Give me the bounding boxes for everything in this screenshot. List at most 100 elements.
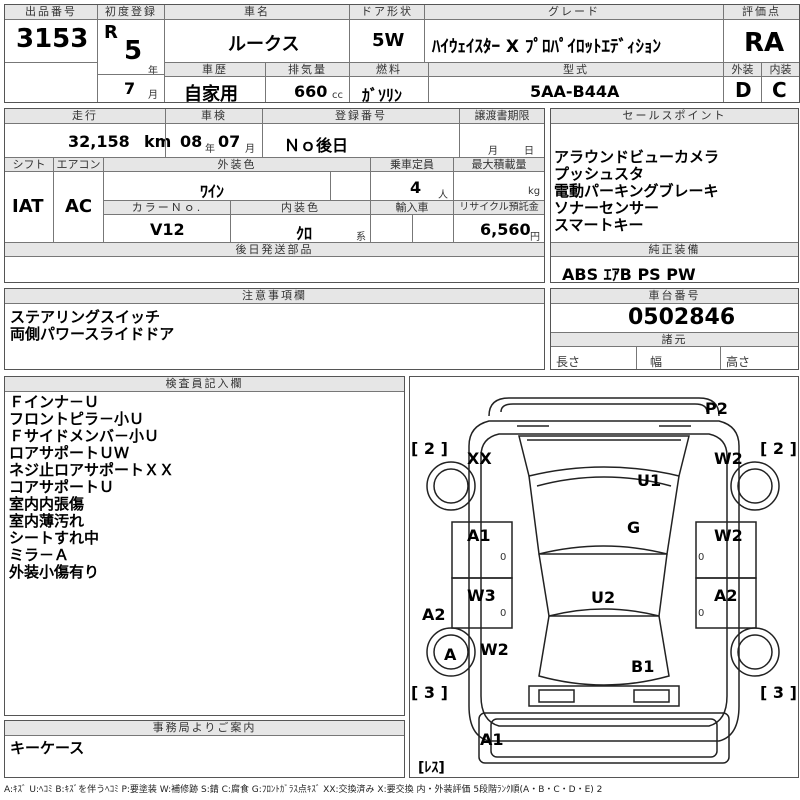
import-label: 輸入車 bbox=[371, 201, 453, 215]
later-parts-label: 後日発送部品 bbox=[5, 243, 544, 257]
inspector-block bbox=[4, 376, 405, 716]
equipment: ABS ｴｱB PS PW bbox=[562, 265, 696, 284]
office-block bbox=[4, 720, 405, 778]
mark-a1-left: A1 bbox=[467, 526, 491, 545]
mark-w2-right: W2 bbox=[714, 526, 743, 545]
inspector-list: Ｆインナ－Ｕ フロントピラ－小Ｕ Ｆサイドメンバ－小Ｕ ロアサポートＵＷ ネジ止… bbox=[9, 394, 174, 581]
inspector-item: 室内内張傷 bbox=[9, 495, 85, 513]
plate-label: 登録番号 bbox=[263, 109, 459, 124]
note-item: 両側パワースライドドア bbox=[10, 325, 175, 343]
ext-grade: D bbox=[735, 78, 752, 102]
mark-a-wheel: A bbox=[444, 645, 457, 664]
model-label: 型式 bbox=[429, 63, 723, 77]
recycle-fee: 6,560 bbox=[480, 220, 531, 239]
count-right-top: [ 2 ] bbox=[760, 439, 797, 458]
reg-era: R bbox=[104, 22, 118, 43]
int-label: 内装 bbox=[762, 63, 799, 77]
ext-label: 外装 bbox=[724, 63, 761, 77]
mark-w2-rear-left: W2 bbox=[480, 640, 509, 659]
inspector-item: ミラ－Ａ bbox=[9, 546, 70, 564]
chassis-block bbox=[550, 288, 799, 370]
lot-label: 出品番号 bbox=[5, 5, 97, 20]
mark-a2-left: A2 bbox=[422, 605, 446, 624]
mileage-unit: km bbox=[144, 132, 172, 151]
fuel: ｶﾞｿﾘﾝ bbox=[362, 86, 403, 105]
inspect-year-unit: 年 bbox=[205, 144, 215, 155]
intcolor-label: 内装色 bbox=[231, 201, 370, 215]
door-label: ドア形状 bbox=[350, 5, 424, 20]
aircon: AC bbox=[65, 196, 93, 217]
car-name: ルークス bbox=[228, 34, 300, 55]
inspect-year: 08 bbox=[180, 132, 203, 151]
seats-label: 乗車定員 bbox=[371, 158, 453, 172]
car-outline bbox=[451, 397, 757, 764]
count-left-top: [ 2 ] bbox=[411, 439, 448, 458]
month-unit: 月 bbox=[148, 90, 158, 101]
disp-unit: cc bbox=[332, 90, 343, 101]
inspector-item: ロアサポートＵＷ bbox=[9, 444, 130, 462]
int-grade: C bbox=[772, 78, 787, 102]
sales-item: スマートキー bbox=[554, 216, 644, 234]
inspect-label: 車検 bbox=[166, 109, 262, 124]
inspector-item: 室内薄汚れ bbox=[9, 512, 85, 530]
dims-label: 諸元 bbox=[551, 333, 798, 347]
inspector-item: Ｆサイドメンバ－小Ｕ bbox=[9, 427, 160, 445]
count-left-bottom: [ 3 ] bbox=[411, 683, 448, 702]
transfer-day: 日 bbox=[524, 146, 534, 157]
color-no: V12 bbox=[150, 220, 185, 239]
load-unit: kg bbox=[528, 186, 541, 197]
notes-label: 注意事項欄 bbox=[5, 289, 544, 304]
count-right-bottom: [ 3 ] bbox=[760, 683, 797, 702]
sales-item: 電動パーキングブレーキ bbox=[554, 182, 719, 200]
sales-item: プッシュスタ bbox=[554, 165, 645, 183]
reg-label: 初度登録 bbox=[98, 5, 164, 20]
notes-list: ステアリングスイッチ 両側パワースライドドア bbox=[10, 309, 174, 343]
transfer-month: 月 bbox=[488, 146, 498, 157]
office-label: 事務局よりご案内 bbox=[5, 721, 404, 736]
note-item: ステアリングスイッチ bbox=[10, 308, 161, 326]
office-note: キーケース bbox=[10, 740, 84, 757]
inspector-item: 外装小傷有り bbox=[9, 563, 100, 581]
damage-diagram-block bbox=[409, 376, 799, 778]
inspector-item: フロントピラ－小Ｕ bbox=[9, 410, 145, 428]
seat-unit: 人 bbox=[438, 190, 448, 201]
sales-point-block bbox=[550, 108, 799, 283]
details-block bbox=[4, 108, 545, 283]
plate-number: Ｎｏ後日 bbox=[284, 136, 349, 155]
load-label: 最大積載量 bbox=[454, 158, 544, 172]
width-label: 幅 bbox=[650, 355, 663, 369]
car-diagram bbox=[426, 397, 780, 764]
intcolor-unit: 系 bbox=[356, 232, 366, 243]
sales-point-list: アラウンドビューカメラ プッシュスタ 電動パーキングブレーキ ソナーセンサー ス… bbox=[554, 149, 719, 234]
model-code: 5AA-B44A bbox=[530, 82, 620, 101]
door-zero: 0 bbox=[698, 608, 705, 619]
recycle-unit: 円 bbox=[530, 232, 540, 243]
chassis-number: 0502846 bbox=[628, 305, 736, 330]
mark-p2: P2 bbox=[705, 399, 728, 418]
mark-w3: W3 bbox=[467, 586, 496, 605]
score: RA bbox=[744, 28, 785, 58]
grade-label: グレード bbox=[425, 5, 723, 20]
year-unit: 年 bbox=[148, 66, 158, 77]
mileage-label: 走行 bbox=[5, 109, 165, 124]
recycle-label: リサイクル預託金 bbox=[454, 201, 544, 215]
ac-label: エアコン bbox=[54, 158, 103, 172]
equip-label: 純正装備 bbox=[551, 243, 798, 257]
mark-xx: XX bbox=[467, 449, 492, 468]
mark-a2-right: A2 bbox=[714, 586, 738, 605]
inspect-month: 07 bbox=[218, 132, 241, 151]
history-label: 車歴 bbox=[165, 63, 265, 77]
door-zero: 0 bbox=[500, 608, 507, 619]
interior-color: ｸﾛ bbox=[296, 224, 313, 243]
lot-number: 3153 bbox=[16, 24, 89, 54]
reg-month: 7 bbox=[124, 79, 136, 98]
mark-g: G bbox=[627, 518, 641, 537]
car-label: 車名 bbox=[165, 5, 349, 20]
body-color: ﾜｲﾝ bbox=[200, 182, 225, 201]
sales-item: アラウンドビューカメラ bbox=[554, 148, 720, 166]
office-text: キーケース bbox=[10, 739, 85, 757]
inspect-month-unit: 月 bbox=[245, 144, 255, 155]
tire-note: [ﾚｽ] bbox=[418, 760, 445, 776]
mark-u1: U1 bbox=[637, 471, 662, 490]
inspector-item: ネジ止ロアサポートＸＸ bbox=[9, 461, 175, 479]
